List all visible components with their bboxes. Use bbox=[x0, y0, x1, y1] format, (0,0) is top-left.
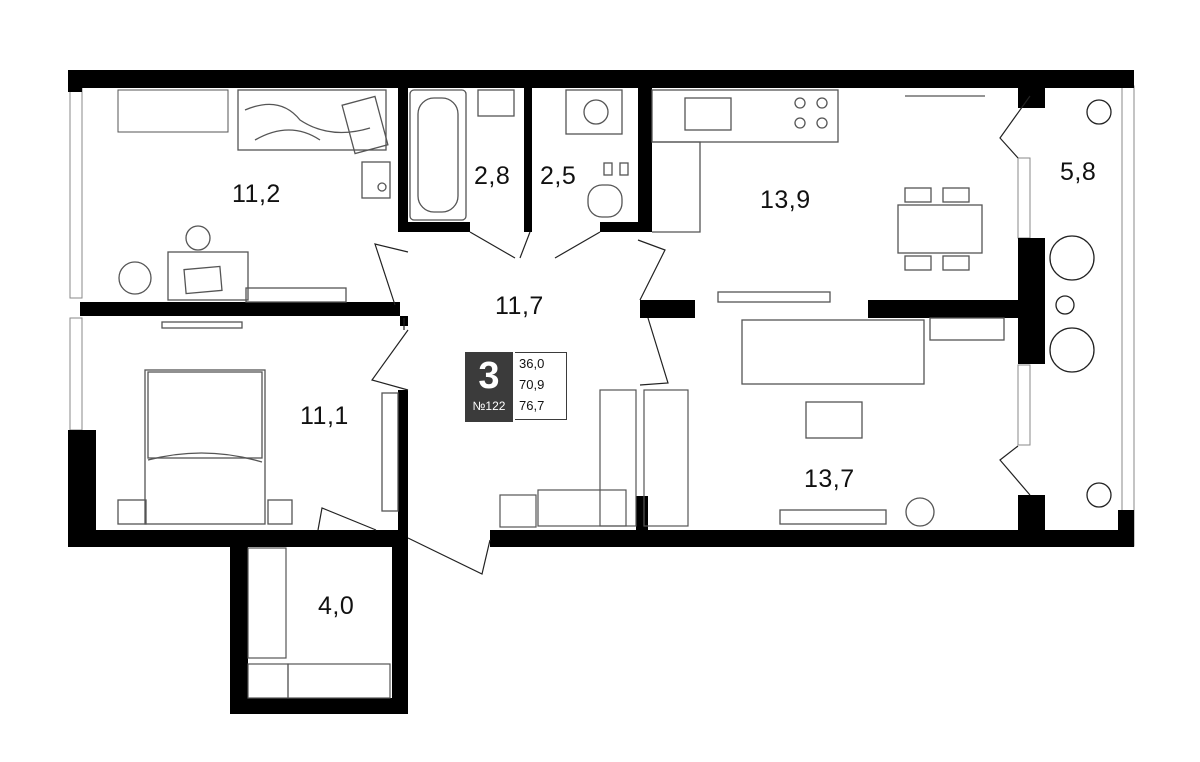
living-furniture bbox=[741, 317, 1005, 527]
bed-top bbox=[237, 89, 391, 199]
room-area-bedroom-bottom: 11,1 bbox=[300, 402, 349, 430]
living-area: 36,0 bbox=[519, 356, 545, 371]
room-area-living: 13,7 bbox=[804, 465, 855, 493]
badge-rooms-box: 3 №122 bbox=[465, 352, 513, 422]
room-area-hall: 11,7 bbox=[495, 292, 544, 320]
room-area-wardrobe: 4,0 bbox=[318, 592, 355, 620]
room-area-toilet: 2,5 bbox=[540, 162, 577, 190]
bed-bottom bbox=[117, 321, 399, 525]
wardrobes bbox=[247, 389, 689, 699]
kitchen-area: 70,9 bbox=[519, 377, 545, 392]
room-area-bathroom: 2,8 bbox=[474, 162, 511, 190]
room-area-kitchen: 13,9 bbox=[760, 186, 811, 214]
desk bbox=[118, 225, 347, 303]
room-area-bedroom-top: 11,2 bbox=[232, 180, 281, 208]
radiator-top bbox=[117, 89, 229, 133]
toilet-fixtures bbox=[565, 89, 629, 218]
rooms-count: 3 bbox=[478, 355, 500, 397]
balcony-chairs bbox=[1049, 99, 1112, 508]
kitchen-units bbox=[651, 89, 985, 303]
walls bbox=[68, 70, 1134, 714]
apartment-number: №122 bbox=[472, 399, 506, 413]
badge-areas: 36,0 70,9 76,7 bbox=[515, 352, 567, 420]
door-swings bbox=[317, 95, 1031, 575]
bathtub bbox=[409, 89, 515, 221]
room-area-balcony: 5,8 bbox=[1060, 158, 1097, 186]
total-area: 76,7 bbox=[519, 398, 545, 413]
apartment-badge: 3 №122 36,0 70,9 76,7 bbox=[465, 352, 567, 422]
